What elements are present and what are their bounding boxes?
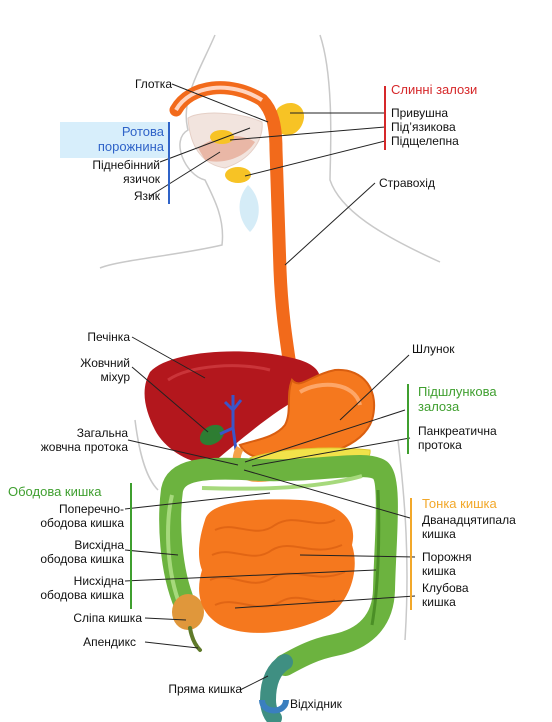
larynx-shape: [239, 185, 259, 232]
cecum-shape: [172, 594, 204, 630]
label-pancreas: Підшлункова залоза: [418, 384, 497, 414]
label-gallbladder-line1: Жовчний: [80, 356, 130, 370]
label-jejunum: Порожня кишка: [422, 550, 472, 578]
label-common-bile-duct-line1: Загальна: [76, 426, 128, 440]
label-appendix: Апендикс: [83, 635, 136, 649]
label-salivary-glands: Слинні залози: [391, 82, 478, 97]
label-duodenum-line2: кишка: [422, 527, 456, 541]
torso-outline-right: [397, 439, 408, 641]
label-duodenum: Дванадцятипала кишка: [422, 513, 516, 541]
body-outline-right: [319, 34, 441, 263]
label-pancreas-line1: Підшлункова: [418, 384, 497, 399]
leader-lines: [124, 83, 416, 691]
transverse-colon-highlight: [201, 474, 363, 491]
label-ileum: Клубова кишка: [422, 581, 469, 609]
small-intestine-bracket: [410, 498, 412, 610]
bile-duct-shape: [219, 395, 243, 466]
label-oral-cavity-line2: порожнина: [97, 139, 164, 154]
torso-outline-left: [134, 419, 159, 491]
label-rectum: Пряма кишка: [168, 682, 242, 696]
parotid-gland-shape: [274, 103, 305, 136]
pancreas-bracket: [407, 384, 409, 454]
label-uvula-line2: язичок: [123, 172, 160, 186]
label-transverse-colon-line2: ободова кишка: [40, 516, 124, 530]
label-tongue: Язик: [133, 189, 160, 203]
label-parotid: Привушна: [391, 106, 449, 120]
small-intestine-loops: [209, 519, 346, 608]
label-common-bile-duct: Загальна жовчна протока: [41, 426, 128, 454]
stomach-highlight: [298, 382, 362, 406]
label-pancreatic-duct: Панкреатична протока: [418, 424, 497, 452]
small-intestine-shape: [198, 499, 355, 633]
label-ascending-colon-line2: ободова кишка: [40, 552, 124, 566]
label-descending-colon-line1: Нисхідна: [73, 574, 124, 588]
label-common-bile-duct-line2: жовчна протока: [40, 440, 128, 454]
label-gallbladder: Жовчний міхур: [80, 356, 130, 384]
colon-shape: [159, 455, 398, 676]
oral-cavity-bracket: [168, 122, 170, 204]
label-transverse-colon-line1: Поперечно-: [59, 502, 124, 516]
oral-cavity-highlight: [60, 122, 168, 158]
salivary-glands-bracket: [384, 86, 386, 150]
label-pancreatic-duct-line2: протока: [418, 438, 462, 452]
label-colon: Ободова кишка: [8, 484, 102, 499]
pharynx-highlight: [174, 85, 264, 112]
label-ascending-colon: Висхідна ободова кишка: [40, 538, 124, 566]
label-oral-cavity-line1: Ротова: [121, 124, 164, 139]
label-ascending-colon-line1: Висхідна: [74, 538, 124, 552]
label-ileum-line2: кишка: [422, 595, 456, 609]
label-uvula: Піднебінний язичок: [92, 158, 160, 186]
label-throat: Глотка: [134, 77, 172, 91]
label-esophagus: Стравохід: [379, 176, 435, 190]
rectum-shape: [259, 654, 293, 722]
label-duodenum-line1: Дванадцятипала: [422, 513, 516, 527]
label-sublingual: Під’язикова: [391, 120, 456, 134]
label-small-intestine: Тонка кишка: [422, 496, 497, 511]
colon-bracket: [130, 483, 132, 609]
label-anus: Відхідник: [290, 697, 342, 711]
descending-colon-shade: [370, 489, 381, 626]
label-pancreatic-duct-line1: Панкреатична: [418, 424, 497, 438]
label-transverse-colon: Поперечно- ободова кишка: [40, 502, 124, 530]
label-liver: Печінка: [87, 330, 130, 344]
label-stomach: Шлунок: [412, 342, 455, 356]
anus-shape: [259, 699, 289, 714]
label-uvula-line1: Піднебінний: [92, 158, 160, 172]
appendix-shape: [188, 626, 202, 652]
label-descending-colon-line2: ободова кишка: [40, 588, 124, 602]
label-descending-colon: Нисхідна ободова кишка: [40, 574, 124, 602]
label-jejunum-line1: Порожня: [422, 550, 472, 564]
label-jejunum-line2: кишка: [422, 564, 456, 578]
label-ileum-line1: Клубова: [422, 581, 469, 595]
submandibular-gland-shape: [225, 167, 251, 183]
label-submandibular: Підщелепна: [391, 134, 459, 148]
label-cecum: Сліпа кишка: [73, 611, 142, 625]
liver-highlight: [167, 364, 271, 382]
label-pancreas-line2: залоза: [418, 399, 460, 414]
label-oral-cavity: Ротова порожнина: [98, 124, 164, 154]
label-gallbladder-line2: міхур: [100, 370, 130, 384]
